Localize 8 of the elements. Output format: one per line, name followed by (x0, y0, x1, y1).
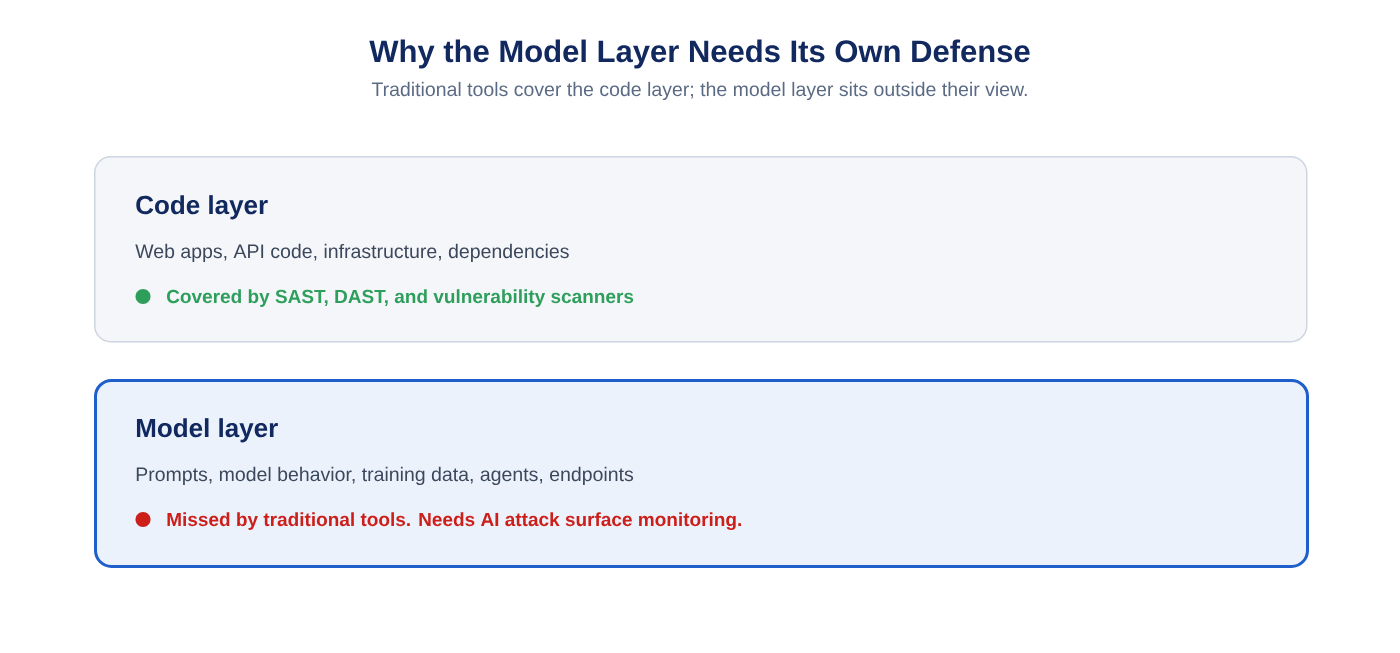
card-text: Prompts, model behavior, training data, agents, endpoints (136, 466, 634, 486)
card-heading: Code layer (136, 195, 268, 220)
card-text: Web apps, API code, infrastructure, dependencies (135, 243, 569, 263)
title: Why the Model Layer Needs Its Own Defense (369, 39, 1030, 69)
status-text: Missed by traditional tools. Needs AI attack surface monitoring. (167, 512, 741, 531)
status-text: Covered by SAST, DAST, and vulnerability scanners (167, 289, 634, 307)
card-heading: Model layer (136, 418, 278, 443)
subtitle: Traditional tools cover the code layer; the model layer sits outside their view. (371, 81, 1027, 101)
